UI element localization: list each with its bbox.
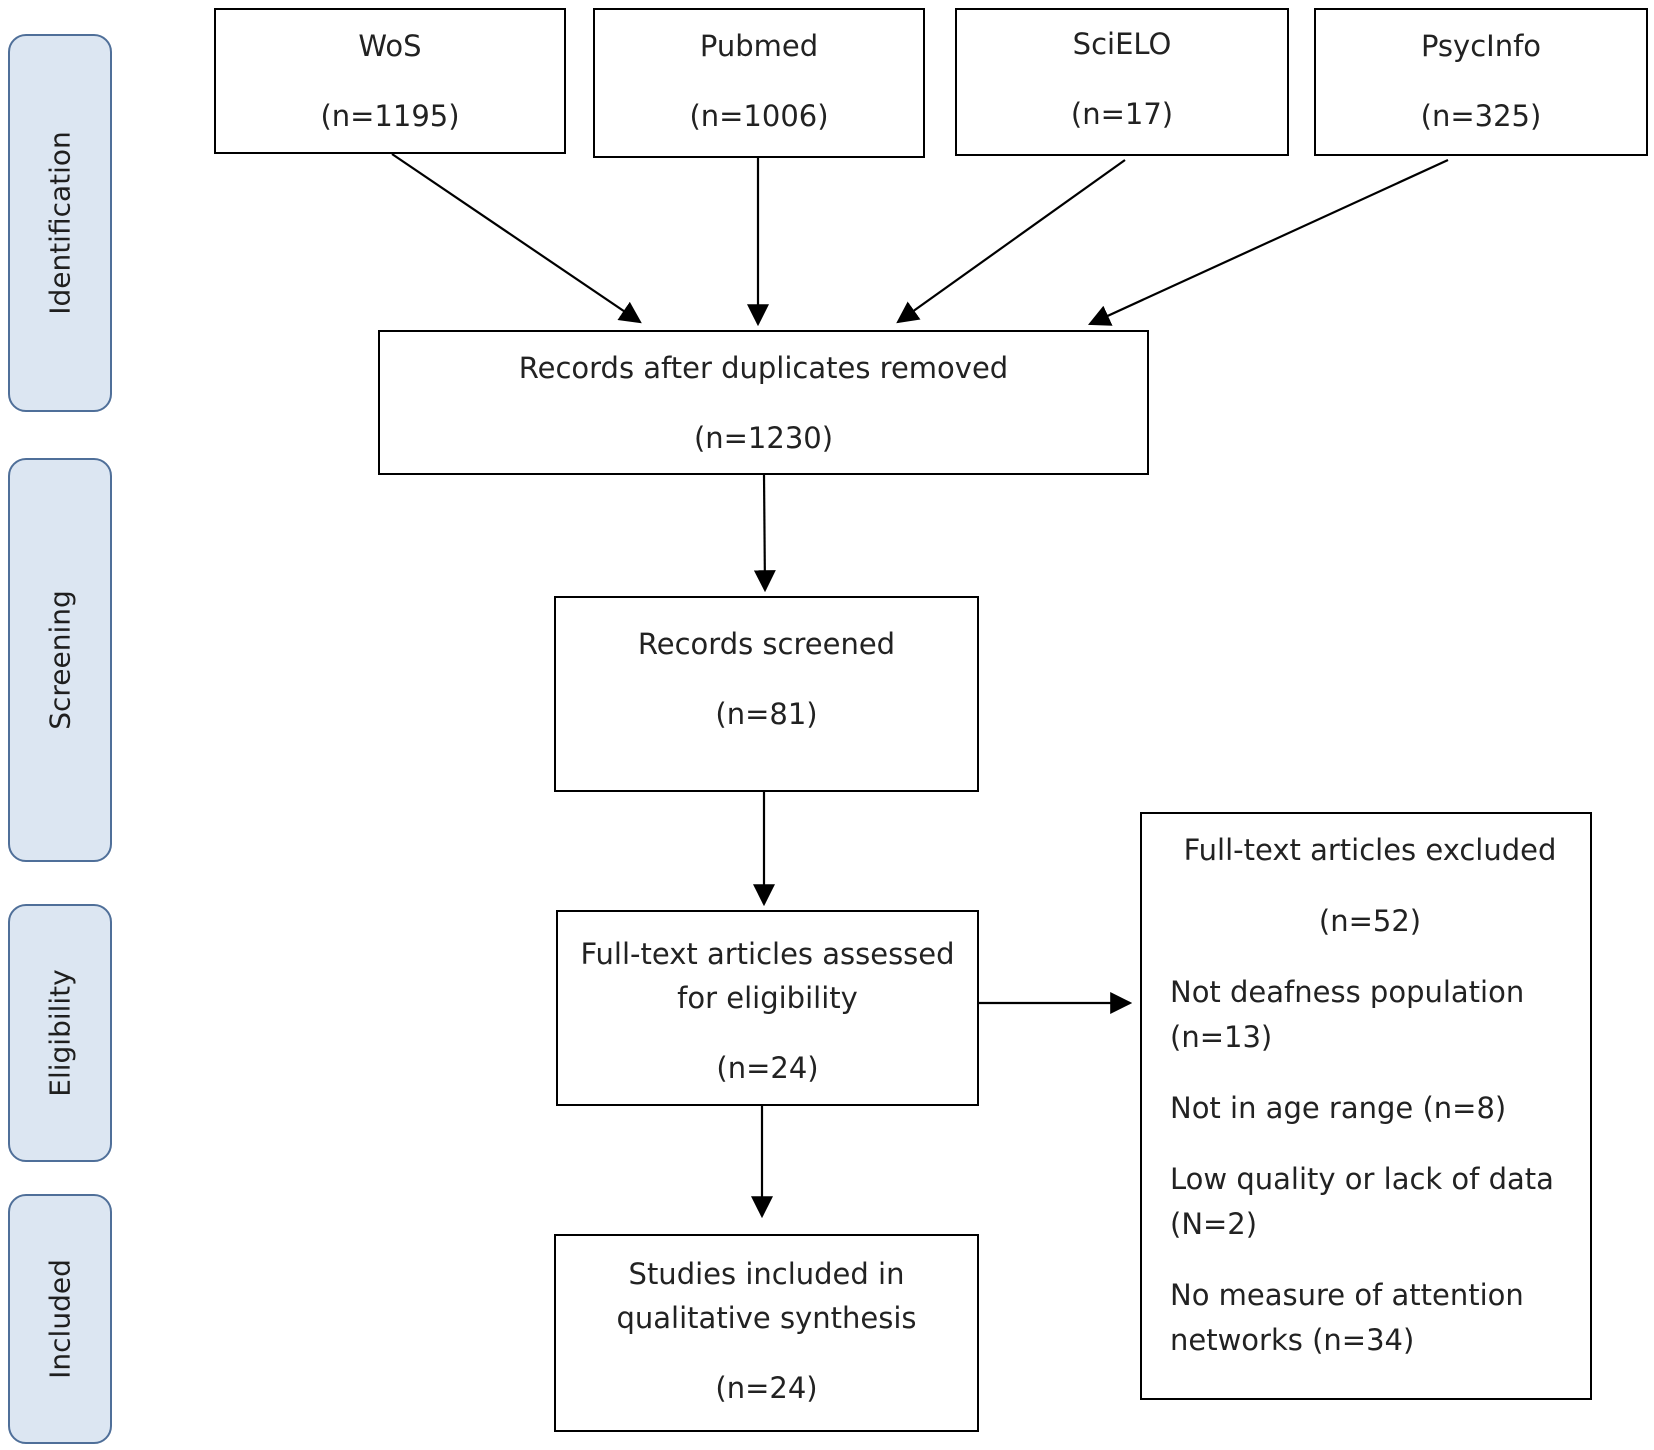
exclusion-reason: Low quality or lack of data (N=2) [1170,1157,1570,1247]
source-name: Pubmed [699,29,819,63]
eligibility-count: (n=24) [716,1051,819,1085]
included-label-line2: qualitative synthesis [616,1301,917,1335]
source-box-scielo: SciELO (n=17) [955,8,1289,156]
eligibility-label-line1: Full-text articles assessed [580,937,955,971]
exclusion-reason: Not deafness population (n=13) [1170,970,1570,1060]
screened-label: Records screened [637,627,896,661]
exclusion-reason-line1: No measure of attention [1170,1278,1524,1312]
excluded-box: Full-text articles excluded (n=52) Not d… [1140,812,1592,1400]
phase-identification: Identification [8,34,112,412]
arrow-psycinfo-to-duplicates [1087,158,1449,326]
source-box-psycinfo: PsycInfo (n=325) [1314,8,1648,156]
source-name: WoS [358,29,422,63]
arrow-scielo-to-duplicates [896,159,1126,324]
included-label-line1: Studies included in [628,1257,905,1291]
exclusion-reason: Not in age range (n=8) [1170,1086,1570,1131]
exclusion-reason-line1: Low quality or lack of data [1170,1162,1554,1196]
arrow-duplicates-to-screened [753,474,776,593]
exclusion-reason-line2: (n=13) [1170,1020,1273,1054]
exclusion-reason-line2: networks (n=34) [1170,1323,1415,1357]
duplicates-removed-label: Records after duplicates removed [518,351,1009,385]
included-count: (n=24) [715,1371,818,1405]
arrow-wos-to-duplicates [391,153,642,324]
screened-count: (n=81) [715,697,818,731]
phase-eligibility: Eligibility [8,904,112,1162]
eligibility-box: Full-text articles assessed for eligibil… [556,910,979,1106]
exclusion-reason-line2: (N=2) [1170,1207,1258,1241]
source-count: (n=1195) [320,99,460,133]
source-name: PsycInfo [1420,29,1542,63]
excluded-title: Full-text articles excluded [1183,833,1557,867]
exclusion-reason-line1: Not deafness population [1170,975,1525,1009]
phase-included: Included [8,1194,112,1444]
exclusion-reason: No measure of attention networks (n=34) [1170,1273,1570,1363]
phase-screening: Screening [8,458,112,862]
source-box-wos: WoS (n=1195) [214,8,566,154]
duplicates-removed-box: Records after duplicates removed (n=1230… [378,330,1149,475]
included-box: Studies included in qualitative synthesi… [554,1234,979,1432]
eligibility-label-line2: for eligibility [677,981,858,1015]
source-count: (n=325) [1420,99,1542,133]
source-count: (n=1006) [689,99,829,133]
source-box-pubmed: Pubmed (n=1006) [593,8,925,158]
screened-box: Records screened (n=81) [554,596,979,792]
source-count: (n=17) [1070,97,1174,131]
exclusion-reason-line1: Not in age range (n=8) [1170,1091,1507,1125]
duplicates-removed-count: (n=1230) [693,421,834,455]
source-name: SciELO [1072,27,1172,61]
excluded-count: (n=52) [1318,904,1422,938]
